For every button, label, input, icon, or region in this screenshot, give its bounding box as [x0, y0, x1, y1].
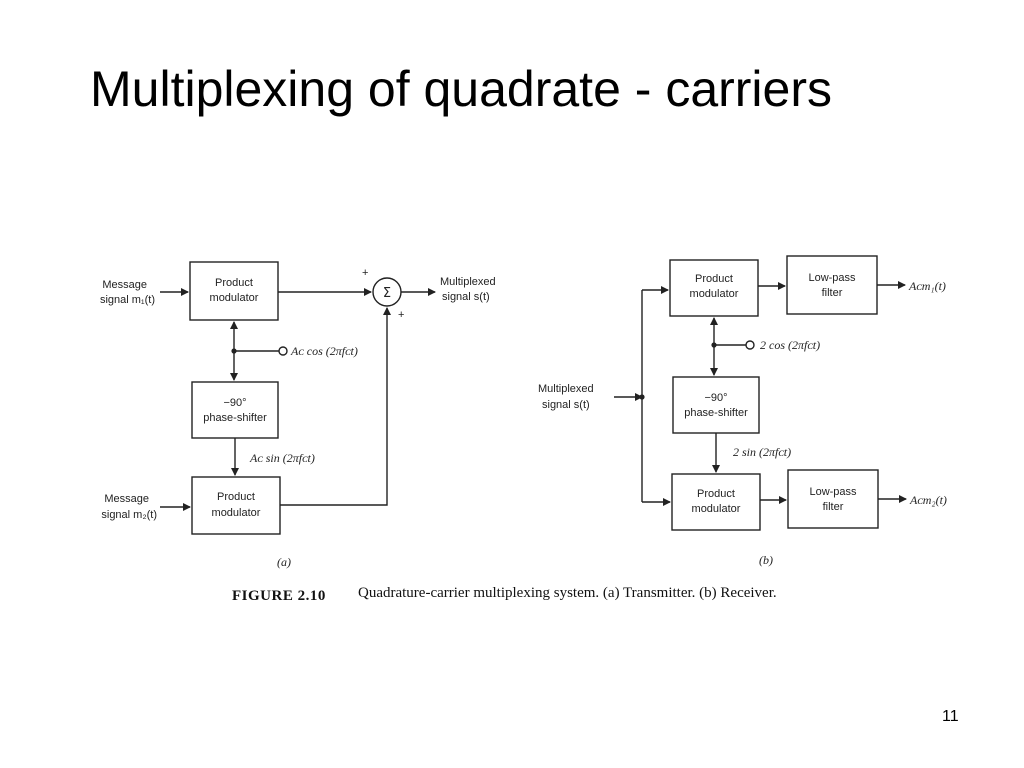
- tx-output-line2: signal s(t): [442, 291, 490, 303]
- tx-carrier-node: [231, 348, 237, 354]
- rx-output-bottom: Aᴄm₂(t): [909, 493, 947, 507]
- tx-output-line1: Multiplexed: [440, 276, 496, 288]
- slide-title: Multiplexing of quadrate - carriers: [90, 61, 832, 117]
- tx-input2-line2: signal m₂(t): [101, 509, 157, 521]
- tx-shifter-line2: phase-shifter: [203, 412, 267, 424]
- rx-lpf-top-line2: filter: [822, 287, 843, 299]
- tx-sum-plus-top: +: [362, 267, 368, 279]
- tx-mod-bottom-line1: Product: [217, 491, 255, 503]
- tx-mod-top-line1: Product: [215, 277, 253, 289]
- rx-lpf-top-line1: Low-pass: [808, 272, 856, 284]
- tx-input1-line2: signal m₁(t): [100, 294, 155, 306]
- rx-mod-bottom-line1: Product: [697, 488, 735, 500]
- tx-summer-symbol: Σ: [383, 286, 391, 301]
- tx-wire-bottom-to-sum: [280, 307, 391, 506]
- tx-mod-bottom-line2: modulator: [212, 507, 261, 519]
- tx-sum-plus-bottom: +: [398, 309, 404, 321]
- tx-product-modulator-bottom: [191, 476, 281, 535]
- receiver-panel: Multiplexed signal s(t) Product modulato…: [538, 255, 947, 567]
- tx-carrier-cos: Aᴄ cos (2πfᴄt): [290, 344, 358, 358]
- rx-shifter-line1: −90°: [704, 392, 727, 404]
- rx-lpf-bottom-line1: Low-pass: [809, 486, 857, 498]
- figure-caption-tag: FIGURE 2.10: [232, 588, 326, 604]
- tx-input1-line1: Message: [102, 279, 147, 291]
- rx-input-line1: Multiplexed: [538, 383, 594, 395]
- rx-mod-top-line2: modulator: [690, 288, 739, 300]
- rx-carrier-node: [711, 342, 717, 348]
- figure-caption-text: Quadrature-carrier multiplexing system. …: [358, 585, 777, 601]
- rx-carrier-sin: 2 sin (2πfᴄt): [733, 445, 791, 459]
- tx-panel-label: (a): [277, 555, 291, 569]
- tx-input2-line1: Message: [104, 493, 149, 505]
- rx-output-top: Aᴄm₁(t): [908, 279, 946, 293]
- tx-carrier-source: [278, 346, 288, 356]
- tx-phase-shifter: [191, 381, 279, 439]
- rx-lowpass-top: [786, 255, 878, 315]
- rx-input-line2: signal s(t): [542, 399, 590, 411]
- rx-product-modulator-bottom: [671, 473, 761, 531]
- rx-lpf-bottom-line2: filter: [823, 501, 844, 513]
- rx-mod-top-line1: Product: [695, 273, 733, 285]
- tx-shifter-line1: −90°: [223, 397, 246, 409]
- tx-carrier-sin: Aᴄ sin (2πfᴄt): [249, 451, 315, 465]
- rx-panel-label: (b): [759, 553, 773, 567]
- page-number: 11: [942, 708, 959, 725]
- rx-shifter-line2: phase-shifter: [684, 407, 748, 419]
- rx-phase-shifter: [672, 376, 760, 434]
- rx-lowpass-bottom: [787, 469, 879, 529]
- rx-split-node: [639, 394, 645, 400]
- tx-product-modulator-top: [189, 261, 279, 321]
- transmitter-panel: Message signal m₁(t) Message signal m₂(t…: [100, 261, 496, 569]
- rx-carrier-cos: 2 cos (2πfᴄt): [760, 338, 820, 352]
- rx-carrier-source: [745, 340, 755, 350]
- rx-product-modulator-top: [669, 259, 759, 317]
- tx-mod-top-line2: modulator: [210, 292, 259, 304]
- rx-mod-bottom-line2: modulator: [692, 503, 741, 515]
